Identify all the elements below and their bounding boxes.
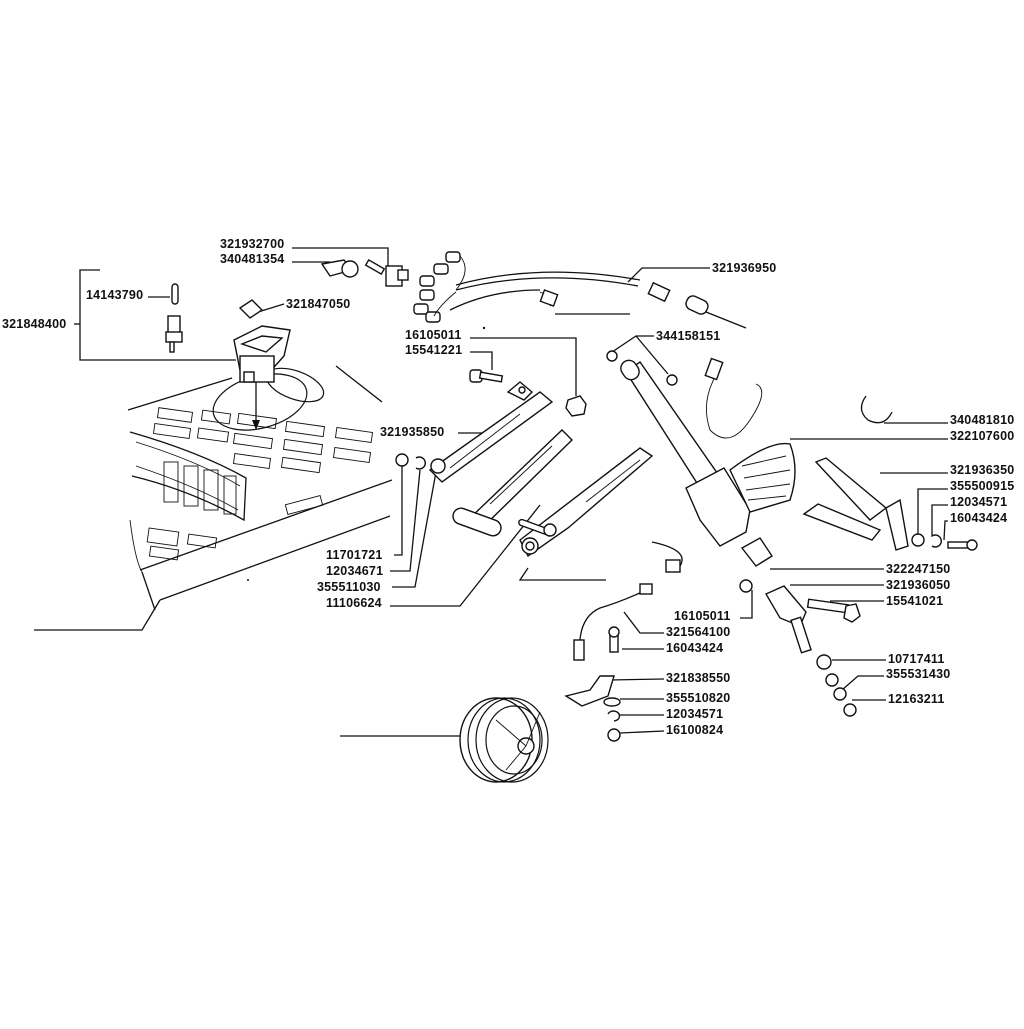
part-label-12034571: 12034571 bbox=[950, 495, 1008, 509]
part-label-16105011: 16105011 bbox=[405, 328, 462, 342]
part-label-321936350: 321936350 bbox=[950, 463, 1015, 477]
part-label-16105011-lower: 16105011 bbox=[674, 609, 731, 623]
part-label-322247150: 322247150 bbox=[886, 562, 951, 576]
bracket-assembly-drawing bbox=[395, 369, 654, 558]
part-label-355500915: 355500915 bbox=[950, 479, 1015, 493]
part-label-355531430: 355531430 bbox=[886, 667, 951, 681]
part-label-321936050: 321936050 bbox=[886, 578, 951, 592]
part-label-14143790: 14143790 bbox=[86, 288, 144, 302]
ignition-switch-drawing bbox=[320, 258, 409, 287]
part-label-355511030: 355511030 bbox=[317, 580, 381, 594]
part-label-344158151: 344158151 bbox=[656, 329, 721, 343]
part-label-340481354: 340481354 bbox=[220, 252, 285, 266]
part-label-321564100: 321564100 bbox=[666, 625, 731, 639]
part-label-12034571-lower: 12034571 bbox=[666, 707, 724, 721]
part-label-322107600: 322107600 bbox=[950, 429, 1015, 443]
part-label-321847050: 321847050 bbox=[286, 297, 351, 311]
sensor-bracket-drawing bbox=[564, 541, 683, 742]
part-label-321936950: 321936950 bbox=[712, 261, 777, 275]
rocker-switch-drawing bbox=[165, 283, 291, 430]
wiring-harness-drawing bbox=[413, 251, 747, 329]
part-label-16043424: 16043424 bbox=[950, 511, 1008, 525]
flywheel-drawing bbox=[459, 697, 549, 783]
part-label-10717411: 10717411 bbox=[888, 652, 945, 666]
part-label-12163211: 12163211 bbox=[888, 692, 945, 706]
handlebar-throttle-drawing bbox=[606, 350, 978, 717]
part-label-340481810: 340481810 bbox=[950, 413, 1015, 427]
part-label-16100824: 16100824 bbox=[666, 723, 724, 737]
part-label-321848400: 321848400 bbox=[2, 317, 67, 331]
dashboard-panel-drawing bbox=[127, 365, 393, 611]
part-label-11701721: 11701721 bbox=[326, 548, 383, 562]
part-label-15541021: 15541021 bbox=[886, 594, 944, 608]
part-label-15541221: 15541221 bbox=[405, 343, 463, 357]
part-label-12034671: 12034671 bbox=[326, 564, 384, 578]
part-label-321838550: 321838550 bbox=[666, 671, 731, 685]
part-label-16043424-lower: 16043424 bbox=[666, 641, 724, 655]
part-label-11106624: 11106624 bbox=[326, 596, 382, 610]
leader-lines bbox=[34, 247, 948, 737]
part-label-321932700: 321932700 bbox=[220, 237, 285, 251]
part-label-355510820: 355510820 bbox=[666, 691, 731, 705]
part-label-321935850: 321935850 bbox=[380, 425, 445, 439]
